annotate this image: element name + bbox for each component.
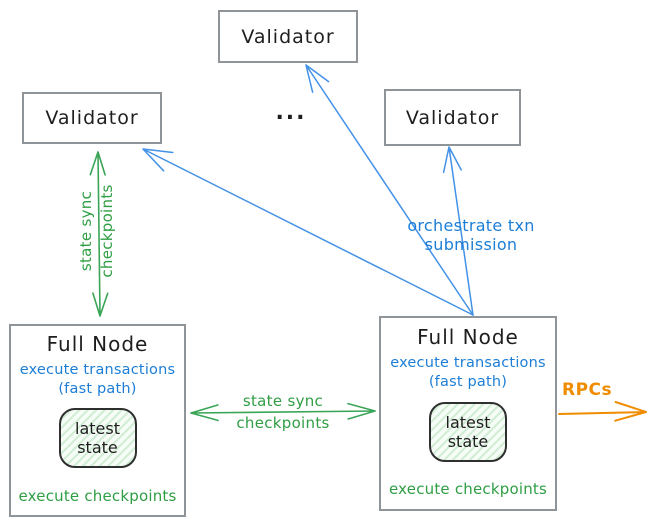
arrow-fullnode-right-to-validator-right	[442, 146, 474, 316]
arrow-fullnode-right-to-validator-top	[305, 64, 474, 316]
arrow-fullnode-right-to-validator-left	[142, 148, 474, 316]
fullnode-right-latest-state-box: latest state	[429, 402, 507, 462]
fullnode-right-execute-transactions: execute transactions	[390, 355, 546, 371]
validator-left-label: Validator	[45, 107, 139, 129]
validator-right-box: Validator	[384, 89, 521, 146]
fullnode-left-execute-transactions: execute transactions	[19, 362, 176, 378]
fullnode-left-fast-path: (fast path)	[58, 381, 137, 397]
validator-left-box: Validator	[22, 92, 162, 144]
validator-right-label: Validator	[405, 106, 500, 129]
arrow-rpcs	[558, 401, 647, 422]
fullnode-left-latest-state-box: latest state	[58, 408, 137, 468]
validator-top-box: Validator	[218, 10, 358, 63]
fullnode-right-latest-state-line1: latest	[445, 412, 491, 432]
fullnode-left-title: Full Node	[46, 332, 149, 356]
fullnode-right-fast-path: (fast path)	[428, 374, 508, 390]
rpcs-label: RPCs	[562, 380, 613, 400]
state-sync-horizontal-label-line2: checkpoints	[236, 414, 330, 432]
fullnode-right-execute-checkpoints: execute checkpoints	[388, 480, 548, 498]
ellipsis: ...	[275, 100, 307, 125]
validator-top-label: Validator	[241, 25, 335, 48]
state-sync-vertical-label-line1: state sync	[77, 190, 95, 272]
arrow-state-sync-horizontal	[190, 402, 376, 422]
state-sync-horizontal-label-line1: state sync	[242, 392, 324, 410]
arrow-state-sync-vertical	[89, 151, 109, 317]
fullnode-right-title: Full Node	[417, 325, 519, 349]
fullnode-left-box: Full Node execute transactions (fast pat…	[9, 324, 186, 517]
fullnode-left-execute-checkpoints: execute checkpoints	[18, 487, 177, 505]
fullnode-left-latest-state-line1: latest	[75, 418, 120, 438]
fullnode-left-latest-state-line2: state	[77, 438, 118, 457]
fullnode-right-latest-state-line2: state	[447, 432, 489, 451]
orchestrate-txn-submission-label: orchestrate txn submission	[407, 216, 535, 254]
fullnode-right-box: Full Node execute transactions (fast pat…	[379, 316, 557, 511]
state-sync-vertical-label-line2: checkpoints	[98, 184, 116, 278]
